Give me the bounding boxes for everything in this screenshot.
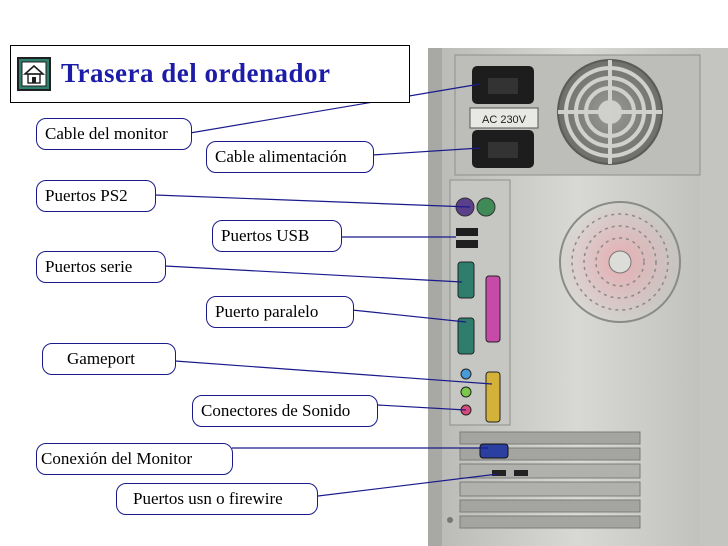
line-puerto-paralelo bbox=[351, 309, 467, 323]
home-button[interactable] bbox=[17, 57, 51, 91]
home-icon bbox=[19, 59, 49, 89]
case-fan-grille bbox=[559, 201, 681, 323]
line-cable-monitor bbox=[189, 83, 481, 134]
firewire-port-2 bbox=[514, 470, 528, 476]
psu-fan bbox=[557, 59, 663, 165]
line-cable-alimentacion bbox=[371, 147, 481, 156]
label-gameport: Gameport bbox=[42, 343, 176, 375]
label-conexion-monitor: Conexión del Monitor bbox=[36, 443, 233, 475]
label-cable-alimentacion: Cable alimentación bbox=[206, 141, 374, 173]
line-gameport bbox=[174, 360, 493, 385]
callout-lines bbox=[154, 83, 499, 497]
voltage-text: AC 230V bbox=[482, 114, 527, 126]
line-conectores-sonido bbox=[377, 404, 467, 411]
io-shield bbox=[449, 179, 511, 426]
label-puertos-serie: Puertos serie bbox=[36, 251, 166, 283]
label-puertos-firewire: Puertos usn o firewire bbox=[116, 483, 318, 515]
label-puertos-usb: Puertos USB bbox=[212, 220, 342, 252]
usb-port-1 bbox=[456, 228, 478, 236]
serial-port-1 bbox=[457, 261, 475, 299]
audio-jack-line-out bbox=[460, 386, 472, 398]
label-cable-monitor: Cable del monitor bbox=[36, 118, 192, 150]
ps2-keyboard-port bbox=[476, 197, 496, 217]
line-puertos-ps2 bbox=[154, 194, 471, 208]
title-box: Trasera del ordenador bbox=[10, 45, 410, 103]
label-conectores-sonido: Conectores de Sonido bbox=[192, 395, 378, 427]
audio-jack-line-in bbox=[460, 368, 472, 380]
line-puertos-firewire bbox=[317, 473, 499, 497]
serial-port-2 bbox=[457, 317, 475, 355]
page-title: Trasera del ordenador bbox=[61, 58, 331, 88]
label-puertos-ps2: Puertos PS2 bbox=[36, 180, 156, 212]
game-port bbox=[485, 371, 501, 423]
line-puertos-serie bbox=[164, 265, 463, 283]
firewire-port-1 bbox=[492, 470, 506, 476]
vga-port bbox=[479, 443, 509, 459]
voltage-label bbox=[469, 107, 539, 129]
usb-port-2 bbox=[456, 240, 478, 248]
parallel-port bbox=[485, 275, 501, 343]
label-puerto-paralelo: Puerto paralelo bbox=[206, 296, 354, 328]
